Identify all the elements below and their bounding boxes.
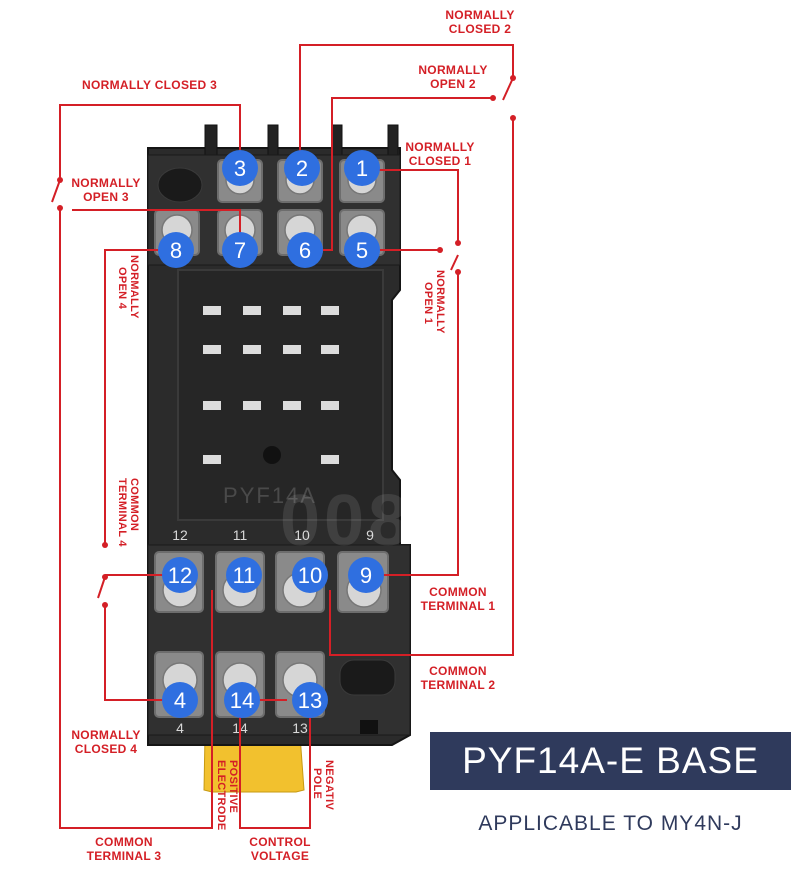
terminal-badge: 10 (292, 557, 328, 593)
terminal-badge: 9 (348, 557, 384, 593)
socket-slots (203, 306, 339, 464)
svg-text:1: 1 (356, 156, 368, 181)
wire-dots (57, 75, 516, 608)
product-title-banner: PYF14A-E BASE (430, 732, 791, 790)
mold-number: 11 (233, 527, 248, 543)
svg-text:6: 6 (299, 238, 311, 263)
terminal-badge: 8 (158, 232, 194, 268)
mold-number: 12 (172, 527, 188, 543)
svg-text:11: 11 (233, 563, 256, 588)
svg-text:5: 5 (356, 238, 368, 263)
mount-hole-top (157, 167, 203, 203)
svg-text:8: 8 (170, 238, 182, 263)
terminal-badge: 14 (224, 682, 260, 718)
mold-number: 4 (176, 720, 184, 736)
svg-text:4: 4 (174, 688, 186, 713)
svg-text:13: 13 (298, 688, 322, 713)
mold-number: 9 (366, 527, 374, 543)
mold-number: 10 (294, 527, 310, 543)
mold-number: 13 (292, 720, 308, 736)
terminal-badge: 5 (344, 232, 380, 268)
svg-text:7: 7 (234, 238, 246, 263)
terminal-badge: 1 (344, 150, 380, 186)
model-mark: PYF14A (223, 483, 317, 508)
svg-text:14: 14 (230, 688, 254, 713)
terminal-badge: 7 (222, 232, 258, 268)
svg-text:2: 2 (296, 156, 308, 181)
label-normally-closed-3: NORMALLY CLOSED 3 (82, 78, 218, 92)
svg-text:12: 12 (168, 563, 192, 588)
svg-text:9: 9 (360, 563, 372, 588)
svg-text:3: 3 (234, 156, 246, 181)
terminal-badges: 1 2 3 4 5 6 7 8 9 10 11 12 13 14 (158, 150, 384, 718)
mount-slot-bottom (339, 659, 396, 696)
terminal-badge: 4 (162, 682, 198, 718)
terminal-badge: 11 (226, 557, 262, 593)
applicable-subtitle: APPLICABLE TO MY4N-J (478, 812, 743, 835)
wiring (51, 44, 514, 829)
terminal-badge: 3 (222, 150, 258, 186)
terminal-badge: 2 (284, 150, 320, 186)
svg-text:10: 10 (298, 563, 322, 588)
center-hole (263, 446, 281, 464)
terminal-badge: 13 (292, 682, 328, 718)
terminal-badge: 6 (287, 232, 323, 268)
watermark: 008 (280, 481, 413, 561)
terminal-badge: 12 (162, 557, 198, 593)
